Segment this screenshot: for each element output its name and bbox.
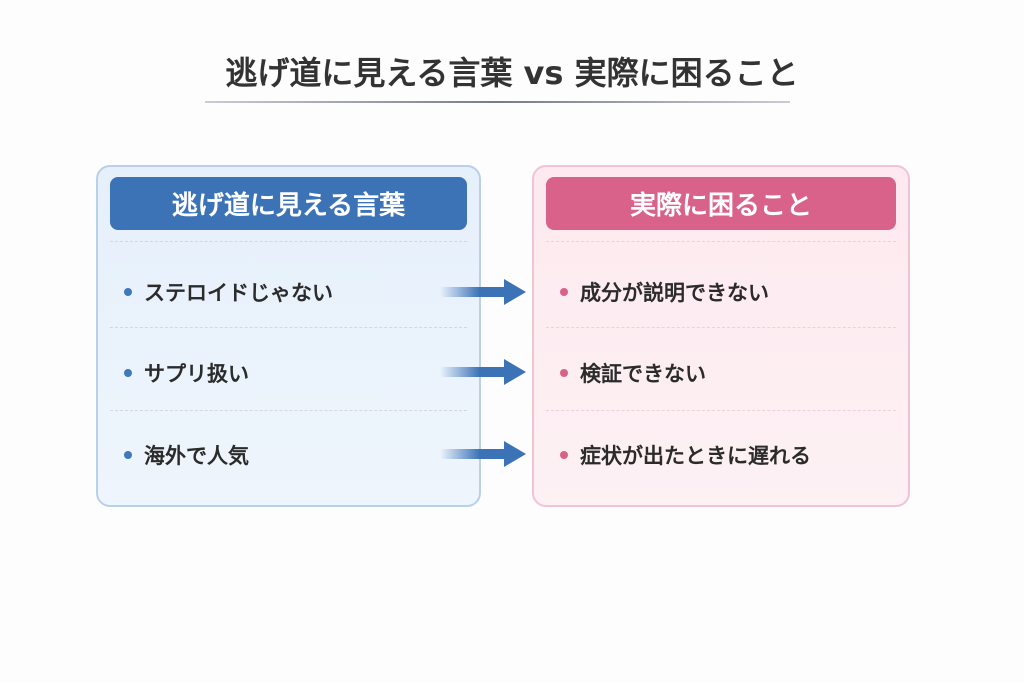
item-text: 成分が説明できない (580, 281, 769, 305)
bullet-icon (124, 451, 132, 459)
divider (546, 327, 896, 328)
bullet-icon (560, 369, 568, 377)
item-text: 検証できない (580, 362, 706, 386)
arrow-right-icon (440, 279, 526, 305)
bullet-icon (560, 288, 568, 296)
list-item: 成分が説明できない (560, 277, 769, 307)
bullet-icon (124, 288, 132, 296)
divider (110, 241, 467, 242)
divider (546, 241, 896, 242)
list-item: 海外で人気 (124, 440, 249, 470)
divider (110, 410, 467, 411)
real-problems-header: 実際に困ること (546, 177, 896, 230)
real-problems-panel: 実際に困ること 成分が説明できない 検証できない 症状が出たときに遅れる (532, 165, 910, 507)
arrow-right-icon (440, 441, 526, 467)
list-item: 検証できない (560, 358, 706, 388)
divider (546, 410, 896, 411)
list-item: ステロイドじゃない (124, 277, 333, 307)
arrow-right-icon (440, 359, 526, 385)
item-text: ステロイドじゃない (144, 281, 333, 305)
escape-words-panel: 逃げ道に見える言葉 ステロイドじゃない サプリ扱い 海外で人気 (96, 165, 481, 507)
list-item: サプリ扱い (124, 358, 249, 388)
divider (110, 327, 467, 328)
bullet-icon (560, 451, 568, 459)
escape-words-header: 逃げ道に見える言葉 (110, 177, 467, 230)
bullet-icon (124, 369, 132, 377)
item-text: 症状が出たときに遅れる (580, 444, 811, 468)
item-text: 海外で人気 (144, 444, 249, 468)
title-underline (205, 101, 790, 103)
item-text: サプリ扱い (144, 362, 249, 386)
page-title: 逃げ道に見える言葉 vs 実際に困ること (225, 54, 799, 92)
list-item: 症状が出たときに遅れる (560, 440, 811, 470)
